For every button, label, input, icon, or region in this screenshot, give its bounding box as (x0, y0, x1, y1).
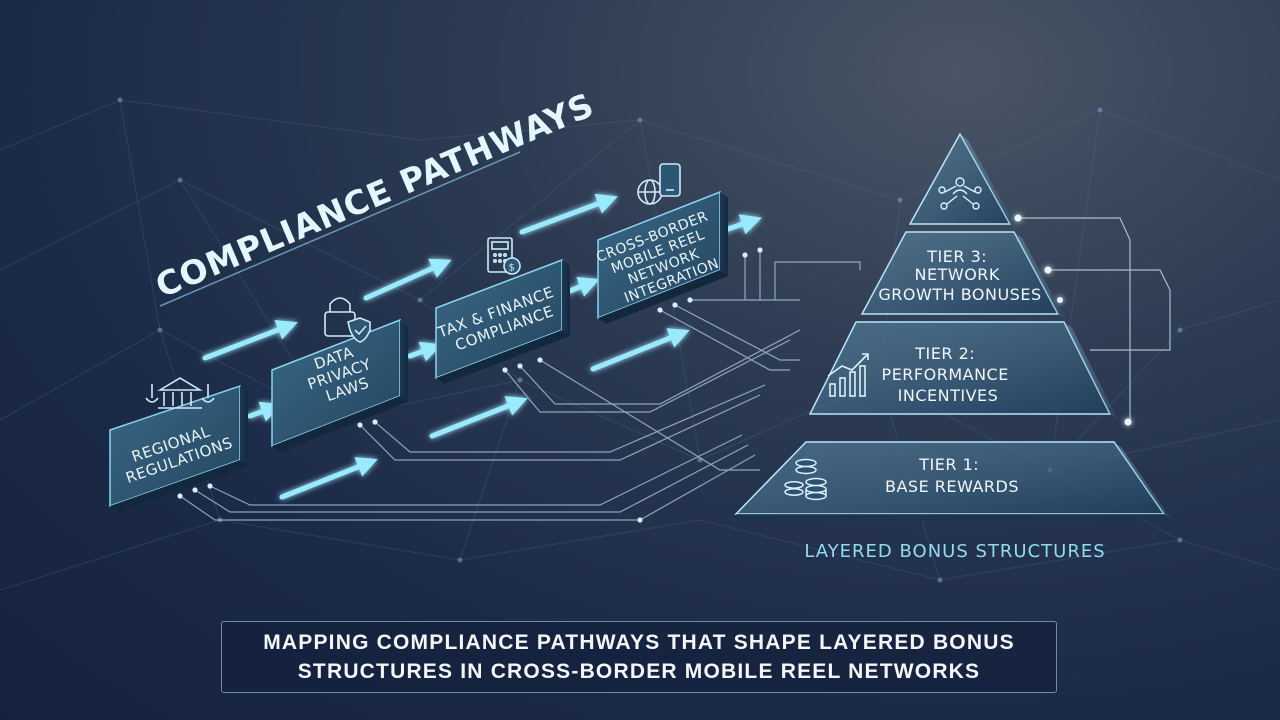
svg-text:$: $ (509, 263, 515, 274)
caption-box: MAPPING COMPLIANCE PATHWAYS THAT SHAPE L… (221, 621, 1057, 693)
box-data-privacy-laws: DATA PRIVACY LAWS (271, 318, 408, 452)
circuit-traces (179, 250, 861, 521)
arrow-3 (519, 193, 618, 235)
pyramid-apex (908, 132, 1018, 230)
arrow-8 (279, 457, 378, 500)
caption-line-2: STRUCTURES IN CROSS-BORDER MOBILE REEL N… (297, 660, 981, 683)
layered-bonus-structures-label: LAYERED BONUS STRUCTURES (804, 541, 1105, 562)
courthouse-scales-icon (145, 377, 215, 409)
svg-text:TIER 3: NETWORK: TIER 3: NETWORK GROWTH BONUSES (878, 247, 1041, 304)
svg-text:TIER 1: BASE REWARDS: TIER 1: BASE REWARDS (885, 455, 1019, 496)
arrow-7 (722, 214, 762, 235)
caption-line-1: MAPPING COMPLIANCE PATHWAYS THAT SHAPE L… (263, 631, 1015, 654)
pathway-arrows (202, 193, 762, 500)
box-cross-border-integration: CROSS-BORDER MOBILE REEL NETWORK INTEGRA… (594, 190, 728, 324)
arrow-10 (590, 328, 690, 372)
arrow-9 (429, 396, 528, 439)
tier-2-layer: TIER 2: PERFORMANCE INCENTIVES (808, 321, 1118, 420)
tier-3-layer: TIER 3: NETWORK GROWTH BONUSES (860, 231, 1066, 320)
trace-nodes (177, 247, 763, 523)
arrow-4 (247, 401, 282, 422)
tier-1-layer: TIER 1: BASE REWARDS (734, 441, 1172, 520)
growth-chart-icon (827, 353, 869, 397)
padlock-shield-icon (324, 297, 371, 343)
pyramid-connector-nodes (1014, 214, 1132, 426)
globe-phone-icon (637, 163, 681, 205)
network-people-icon (938, 177, 982, 210)
arrow-1 (202, 319, 298, 361)
calculator-coin-icon: $ (487, 237, 521, 275)
svg-text:TIER 2: PERFORMANCE: TIER 2: PERFORMANCE INCENTIVES (882, 344, 1015, 405)
coin-stack-icon (784, 458, 827, 501)
arrow-2 (363, 258, 452, 301)
arrow-5 (407, 341, 442, 362)
bonus-pyramid: TIER 3: NETWORK GROWTH BONUSES TIER 2: P… (734, 132, 1172, 520)
arrow-6 (564, 277, 600, 297)
box-regional-regulations: REGIONAL REGULATIONS (109, 384, 248, 512)
title-underline (159, 151, 521, 307)
